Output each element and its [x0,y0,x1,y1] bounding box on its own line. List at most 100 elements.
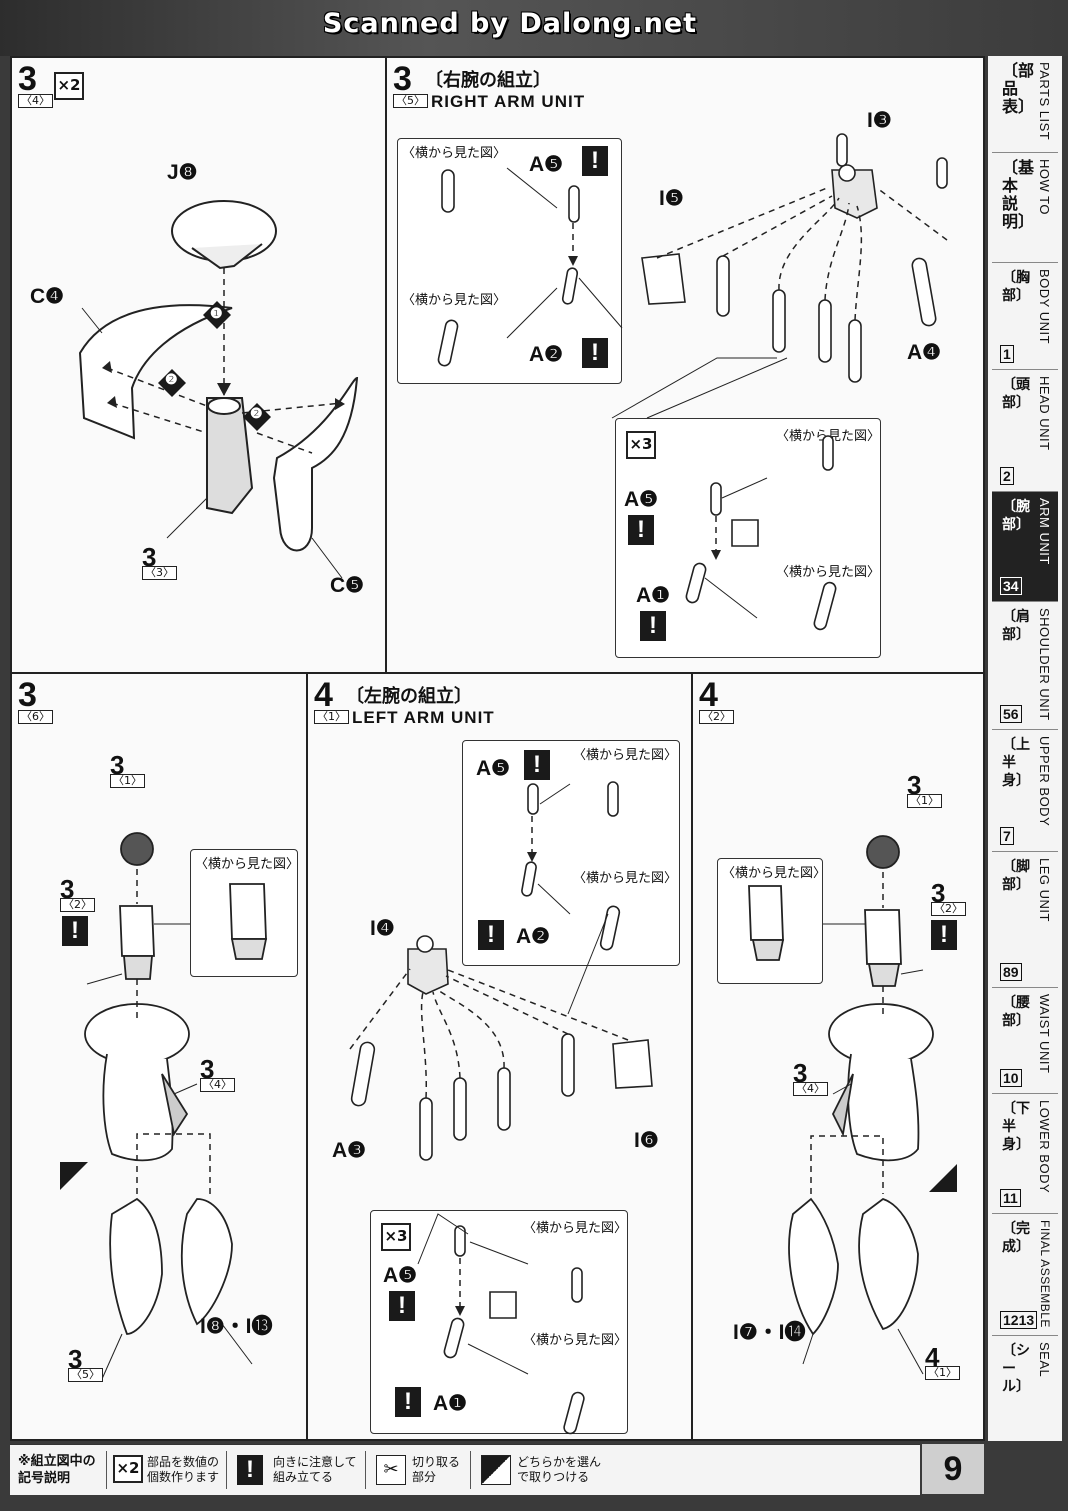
shoulder-armor-diagram [12,58,387,674]
part-label-a4: A❹ [907,341,941,364]
caution-icon: ! [582,338,608,368]
ref-step-3-4: 3 [793,1058,808,1088]
part-label-c4: C❹ [30,285,64,308]
part-label-a5: A❺ [529,153,563,176]
panel-step-3-6: 3 〈6〉 〈横から見た図〉 [10,672,308,1441]
step-title-en: LEFT ARM UNIT [352,708,495,727]
tab-shoulder-unit: 〔肩部〕 SHOULDER UNIT 56 [992,602,1058,730]
page-number: 9 [922,1444,984,1494]
symbol-legend: ※組立図中の 記号説明 ×2 部品を数値の 個数作ります ! 向きに注意して 組… [10,1444,920,1495]
left-forearm-assembly-diagram [12,674,308,1441]
part-label-i4: I❹ [370,917,395,940]
times-3-badge: ×3 [626,431,656,459]
tab-section-number: 2 [1000,467,1014,485]
step-number: 3 [18,676,37,714]
part-label-a5: A❺ [624,488,658,511]
caution-icon: ! [524,750,550,780]
part-label-i5: I❺ [659,187,684,210]
part-label-a1: A❶ [433,1392,467,1415]
panel-step-3-4: 3 〈4〉 ×2 [10,56,387,674]
assembly-callout-x3: ×3 〈横から見た図〉 〈横から見た図〉 A❺ ! ! A❶ [370,1210,628,1434]
step-title-jp: 〔右腕の組立〕 [425,70,551,91]
ref-substep: 〈2〉 [931,902,966,916]
legend-item-quantity: ×2 部品を数値の 個数作ります [106,1451,225,1489]
side-view-label-2: 〈横から見た図〉 [776,565,881,580]
legend-item-cut: ✂ 切り取る 部分 [365,1451,466,1489]
ref-step-3-1: 3 [110,750,125,780]
seq-marker-2: ❷ [165,371,178,387]
side-view-label: 〈横から見た図〉 [402,146,507,161]
tab-section-number: 7 [1000,827,1014,845]
substep-number: 〈6〉 [18,710,53,724]
tab-waist-unit: 〔腰部〕 WAIST UNIT 10 [992,988,1058,1094]
tab-section-number: 10 [1000,1069,1022,1087]
ref-step-4-1: 4 [925,1342,940,1372]
ref-substep: 〈2〉 [60,898,95,912]
scan-header-bar [0,0,1068,56]
substep-number: 〈2〉 [699,710,734,724]
scanner-watermark: Scanned by Dalong.net [322,8,698,39]
side-view-label: 〈横から見た図〉 [523,1221,628,1236]
caution-icon: ! [62,916,88,946]
part-label-a5: A❺ [476,757,510,780]
instruction-page: 3 〈4〉 ×2 [10,56,985,1441]
tab-section-number: 11 [1000,1189,1021,1207]
part-label-i3: I❸ [867,109,892,132]
step-number: 3 [393,60,412,98]
tab-parts-list: 〔部品表〕 PARTS LIST [992,56,1058,153]
ref-step-3-2: 3 [931,878,946,908]
ref-step-3-2: 3 [60,874,75,904]
side-view-label: 〈横から見た図〉 [573,748,678,763]
step-title-en: RIGHT ARM UNIT [431,92,586,111]
tab-upper-body: 〔上半身〕 UPPER BODY 7 [992,730,1058,852]
part-label-a2: A❷ [529,343,563,366]
left-arm-hand-diagram [308,674,693,1441]
legend-title: ※組立図中の 記号説明 [18,1454,96,1486]
panel-step-4-2: 4 〈2〉 〈横から見た図〉 [691,672,985,1441]
step-number: 3 [18,60,37,98]
side-view-label: 〈横から見た図〉 [195,857,300,872]
panel-step-4-1-left-arm: 4 〈1〉 〔左腕の組立〕 LEFT ARM UNIT 〈横から見た図〉 〈横か… [306,672,693,1441]
ref-step-3: 3 [142,542,157,572]
ref-substep: 〈3〉 [142,566,177,580]
legend-item-direction: ! 向きに注意して 組み立てる [226,1451,357,1489]
ref-step-3-4: 3 [200,1054,215,1084]
tab-section-number: 1 [1000,345,1014,363]
tab-section-number: 34 [1000,577,1022,595]
ref-substep: 〈1〉 [110,774,145,788]
part-label-i6: I❻ [634,1129,659,1152]
ref-substep: 〈1〉 [925,1366,960,1380]
substep-number: 〈4〉 [18,94,53,108]
tab-leg-unit: 〔脚部〕 LEG UNIT 89 [992,852,1058,988]
tab-head-unit: 〔頭部〕 HEAD UNIT 2 [992,370,1058,492]
caution-icon: ! [389,1291,415,1321]
ref-substep: 〈5〉 [68,1368,103,1382]
tab-section-number: 1213 [1000,1311,1038,1329]
caution-icon: ! [237,1455,263,1485]
seq-marker-1: ❶ [210,305,223,321]
step-number: 4 [699,676,718,714]
ref-step-3-5: 3 [68,1344,83,1374]
seq-marker-2b: ❷ [250,405,263,421]
substep-number: 〈5〉 [393,94,428,108]
cut-icon: ✂ [376,1455,406,1485]
caution-icon: ! [640,611,666,641]
part-label-a2: A❷ [516,925,550,948]
tab-lower-body: 〔下半身〕 LOWER BODY 11 [992,1094,1058,1214]
step-title-jp: 〔左腕の組立〕 [346,686,472,707]
part-label-c5: C❺ [330,574,364,597]
side-view-label-2: 〈横から見た図〉 [402,293,507,308]
section-index-tabs: 〔部品表〕 PARTS LIST 〔基本説明〕 HOW TO 〔胸部〕 BODY… [988,56,1062,1441]
panel-step-3-5-right-arm: 3 〈5〉 〔右腕の組立〕 RIGHT ARM UNIT 〈横から見た図〉 〈横… [385,56,985,674]
part-label-a5: A❺ [383,1264,417,1287]
part-label-j8: J❽ [167,161,198,184]
ref-substep: 〈4〉 [793,1082,828,1096]
tab-final-assemble: 〔完成〕 FINAL ASSEMBLE 1213 [992,1214,1058,1336]
right-arm-hand-diagram [387,58,985,674]
tab-how-to: 〔基本説明〕 HOW TO [992,153,1058,263]
times-2-badge: ×2 [54,72,84,100]
times-3-badge: ×3 [381,1223,411,1251]
substep-number: 〈1〉 [314,710,349,724]
caution-icon: ! [628,515,654,545]
ref-substep: 〈1〉 [907,794,942,808]
